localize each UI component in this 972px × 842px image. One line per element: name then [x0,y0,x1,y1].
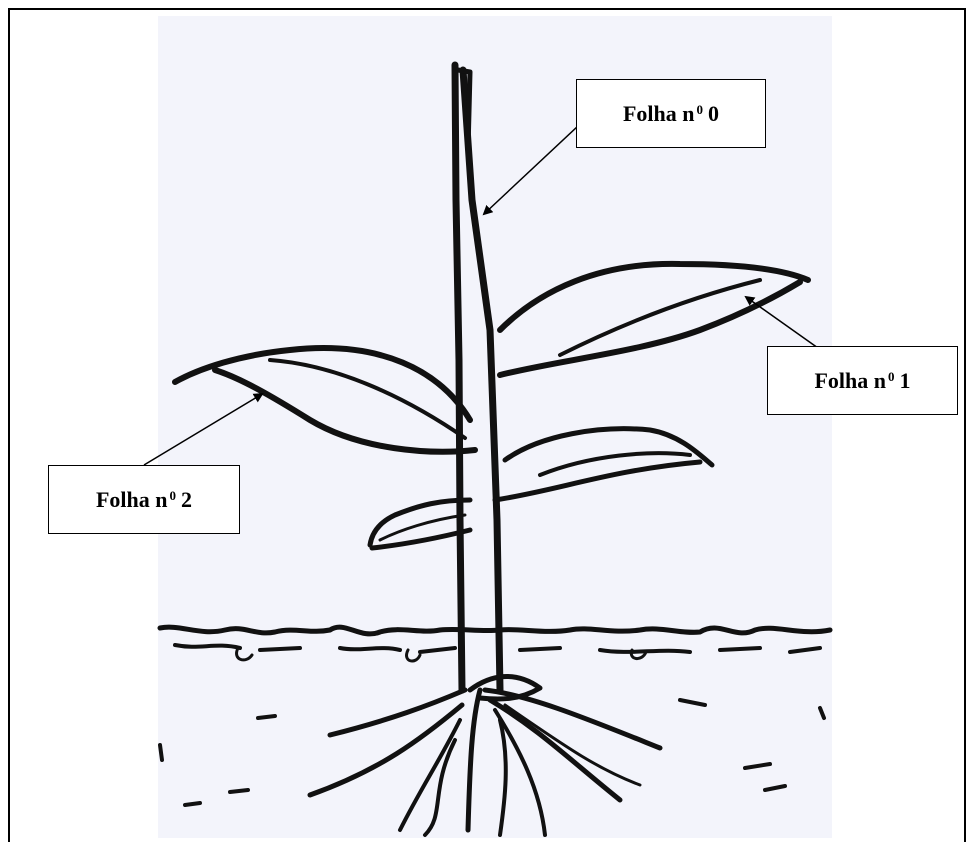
label-folha-2-number: 2 [181,487,192,513]
root-right-2 [490,700,620,800]
label-folha-0-number: 0 [708,101,719,127]
soil-mark-3 [230,790,248,792]
leaf-2-midrib [270,360,465,438]
label-folha-1-number: 1 [900,368,911,394]
label-folha-2-text: Folha n [96,487,168,513]
arrow-leaf-0 [484,126,578,214]
label-folha-1-text: Folha n [814,368,886,394]
leaf-lower-left-lower-edge [372,530,470,548]
soil-mark-1 [258,716,275,718]
root-right-5 [505,705,640,785]
leaf-lower-right-lower-edge [495,462,700,500]
stem-left-edge [455,65,462,690]
soil-mark-6 [765,786,785,790]
leaf-1-upper-edge [500,264,808,330]
soil-mark-5 [745,764,770,768]
arrow-leaf-2 [144,394,262,465]
soil-mark-2 [185,803,200,805]
soil-mark-7 [820,708,824,718]
stem-right-edge [463,70,500,690]
soil-line [160,627,830,634]
label-folha-0-text: Folha n [623,101,695,127]
soil-mark-8 [160,745,162,760]
root-main [468,690,480,830]
root-left-3 [400,720,460,830]
soil-clump-2 [407,650,420,661]
root-left-1 [330,690,465,735]
soil-mark-4 [680,700,705,705]
leaf-lower-right-upper-edge [505,429,712,465]
arrow-leaf-1 [746,297,818,348]
leaf-2-upper-edge [175,348,470,420]
root-right-4 [500,720,506,835]
